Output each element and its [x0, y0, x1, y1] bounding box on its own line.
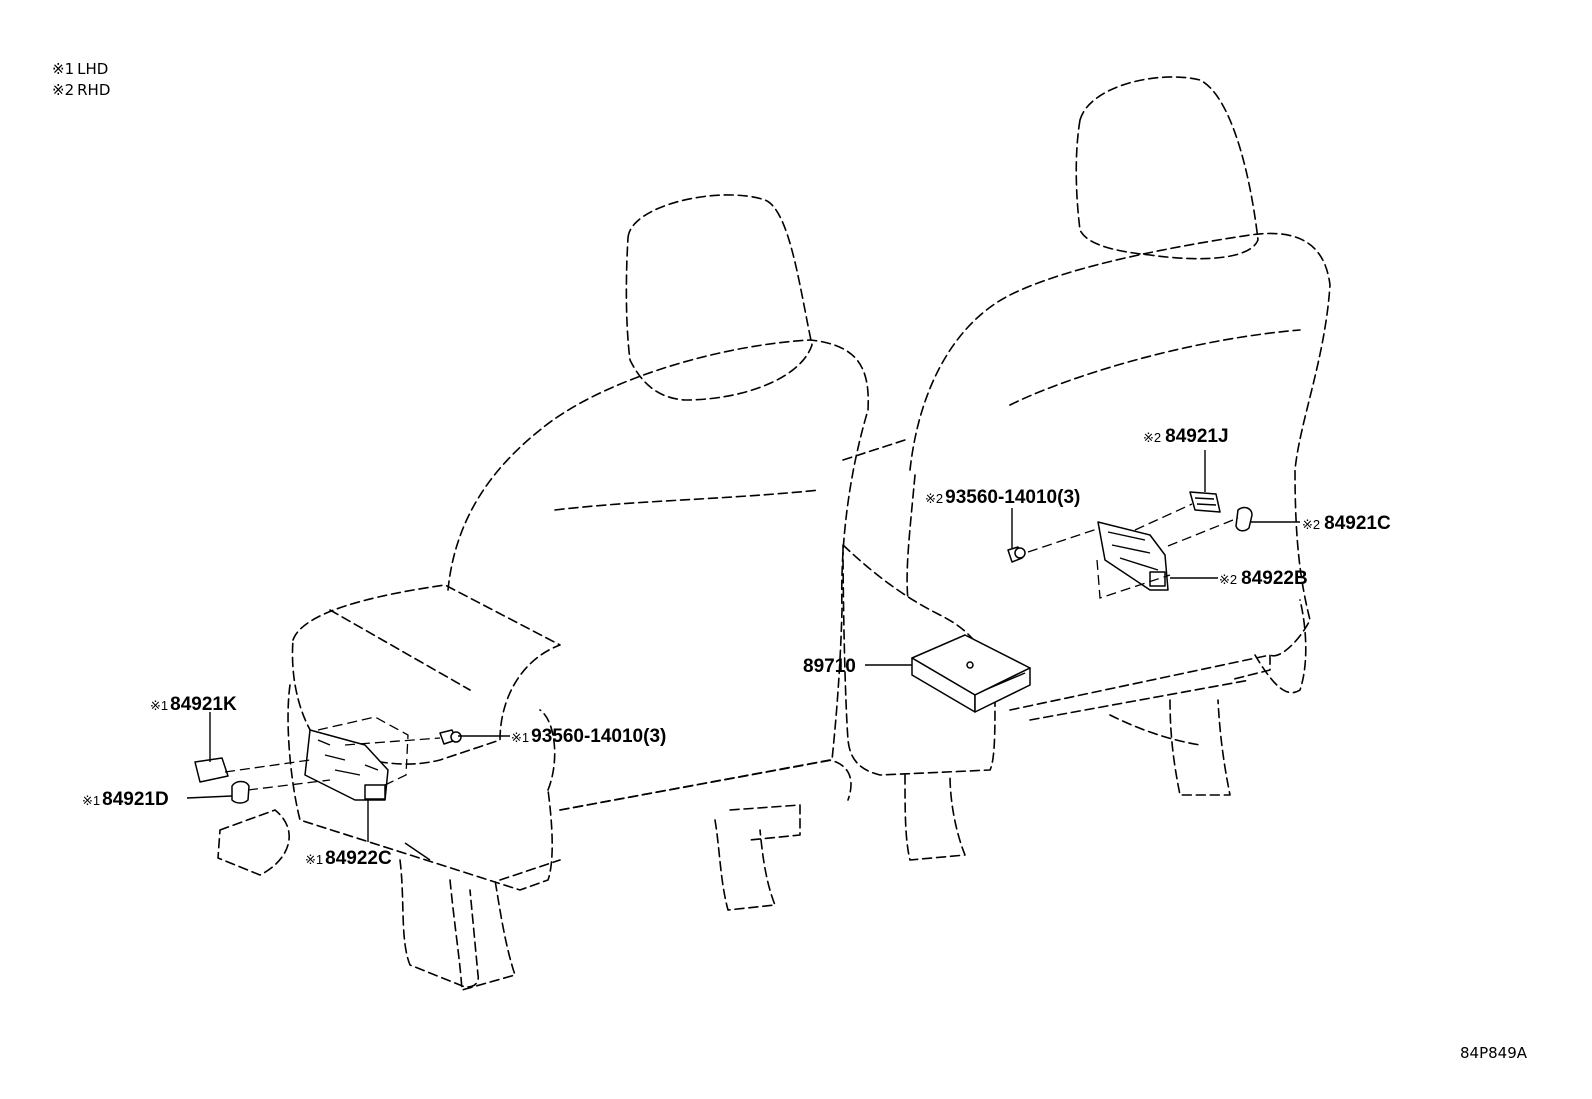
leader-lines	[186, 450, 1300, 861]
ecu-89710	[911, 634, 1031, 713]
screw-lhd	[439, 729, 462, 745]
switch-bracket-84922C	[304, 729, 389, 801]
switch-bezel-84921J	[1189, 491, 1221, 513]
lhd-guide-lines	[224, 716, 441, 791]
screw-rhd	[1007, 546, 1026, 563]
rhd-guide-lines	[1027, 503, 1239, 599]
illustration-code: 84P849A	[1460, 1044, 1528, 1062]
switch-knob-84921C	[1235, 506, 1253, 532]
label-89710: 89710	[803, 656, 856, 677]
right-seat-outline	[842, 76, 1331, 861]
left-seat-outline	[217, 194, 870, 991]
switch-bracket-84922B	[1097, 521, 1169, 591]
switch-knob-84921D	[231, 780, 250, 804]
switch-bezel-84921K	[194, 757, 229, 783]
